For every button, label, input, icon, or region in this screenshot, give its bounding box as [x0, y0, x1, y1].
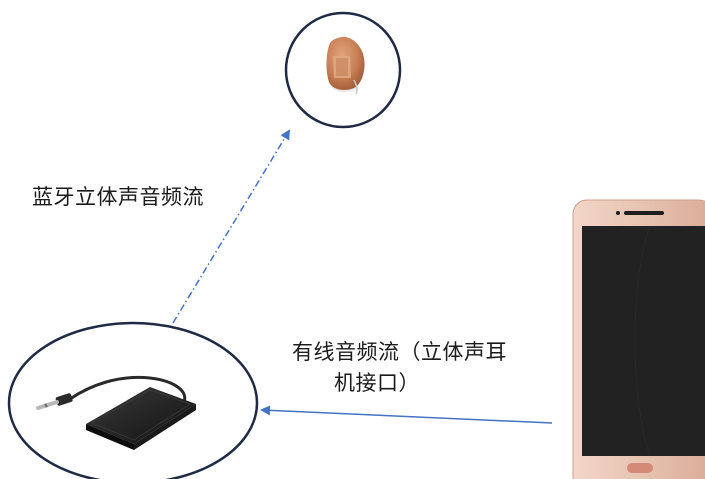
phone-home-button	[627, 463, 653, 473]
hearing-aid-node	[284, 11, 402, 129]
bluetooth-stream-label: 蓝牙立体声音频流	[32, 185, 204, 209]
wired-stream-label-line1: 有线音频流（立体声耳	[292, 340, 507, 364]
phone-speaker	[624, 211, 664, 215]
wired-stream-arrow	[260, 405, 553, 424]
wired-stream-label-line2: 机接口）	[334, 371, 420, 395]
transmitter-node	[7, 321, 259, 479]
bluetooth-stream-arrow	[172, 129, 291, 324]
smartphone-icon	[572, 199, 705, 479]
phone-screen	[582, 226, 705, 456]
bluetooth-transmitter-icon	[36, 375, 196, 450]
in-ear-hearing-aid-icon	[326, 36, 365, 95]
